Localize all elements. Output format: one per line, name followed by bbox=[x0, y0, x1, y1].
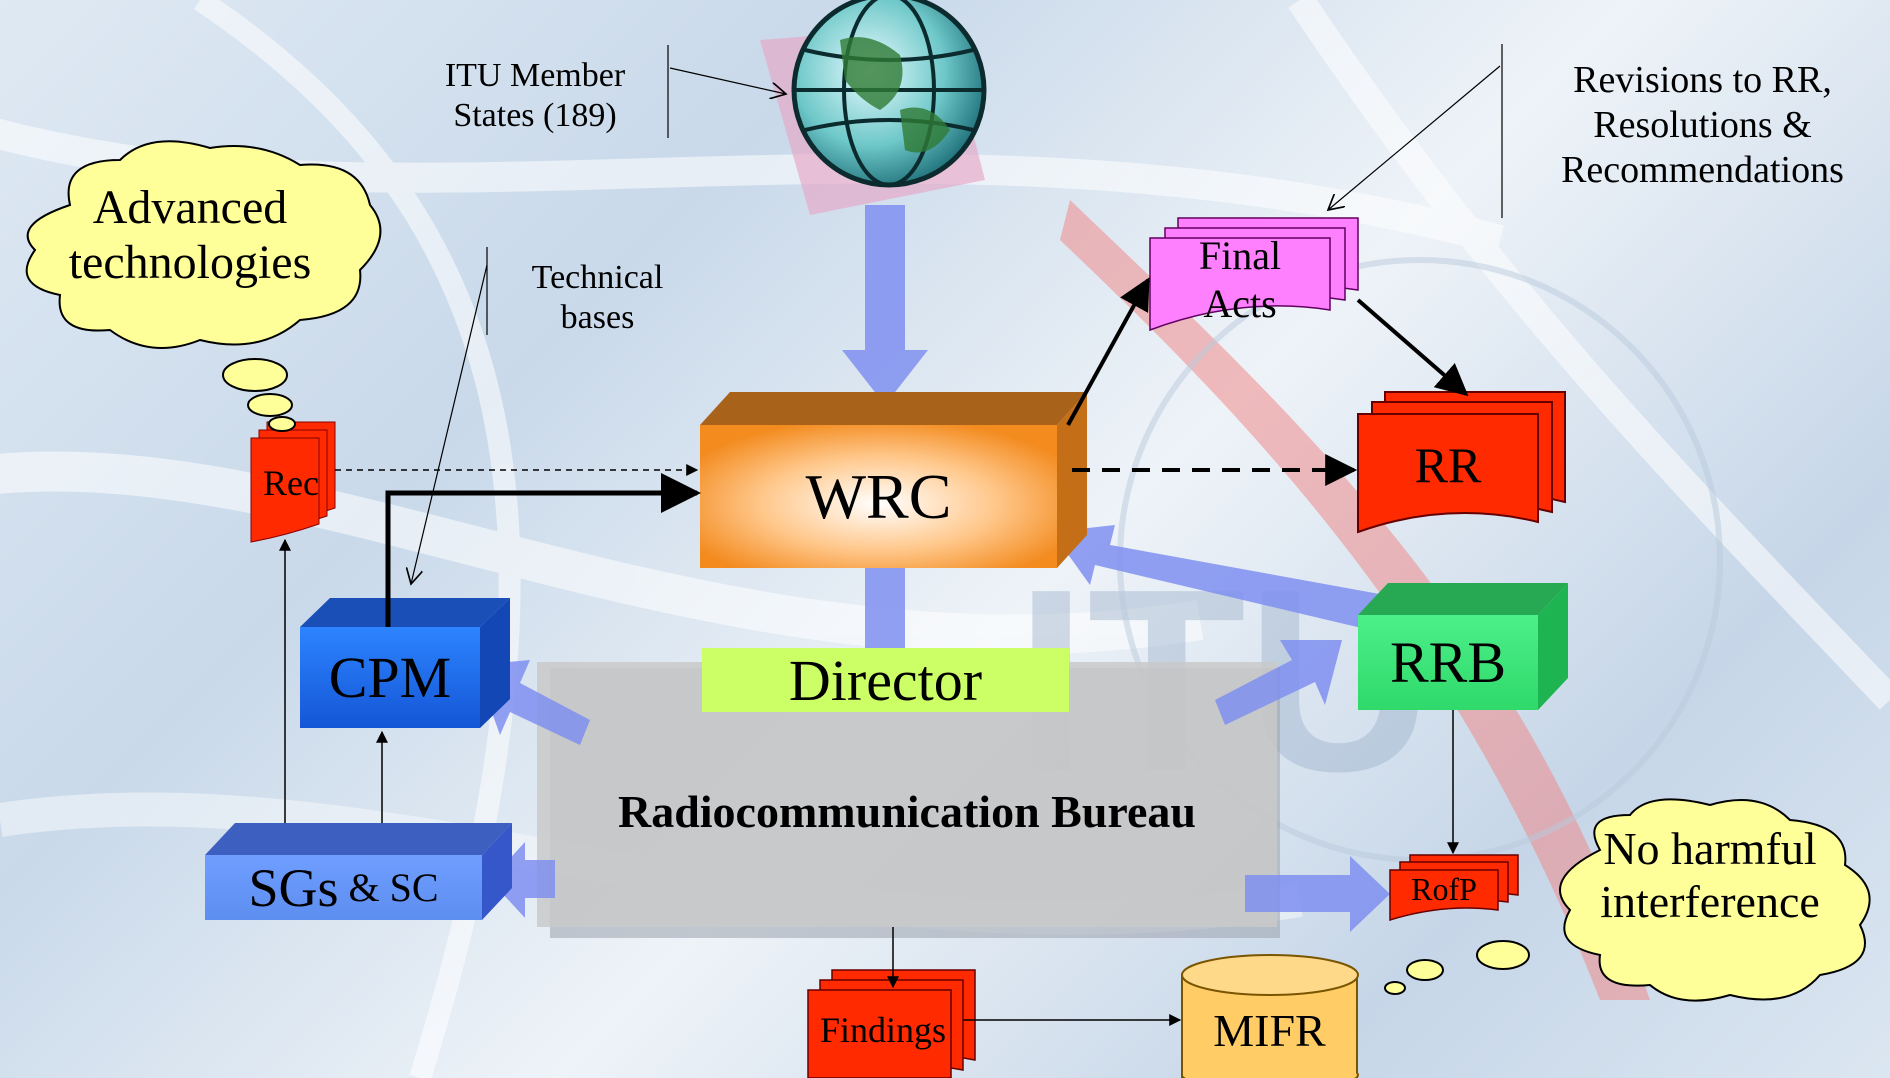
findings-label: Findings bbox=[819, 1010, 947, 1050]
sgs-main-text: SGs bbox=[248, 857, 339, 918]
sgs-rest-text: & SC bbox=[348, 865, 439, 910]
mifr-database-icon bbox=[1181, 954, 1359, 1078]
rec-document-icon bbox=[250, 421, 336, 543]
cpm-label: CPM bbox=[328, 645, 452, 710]
connector-lines bbox=[279, 44, 1503, 1026]
rr-document-icon bbox=[1357, 391, 1566, 534]
findings-document-icon bbox=[807, 969, 976, 1078]
rec-label: Rec bbox=[263, 463, 319, 503]
final-acts-document-icon bbox=[1149, 217, 1359, 332]
wrc-box bbox=[700, 392, 1087, 568]
revisions-label: Revisions to RR, Resolutions & Recommend… bbox=[1561, 59, 1844, 191]
itu-member-states-label: ITU Member States (189) bbox=[444, 57, 626, 135]
advanced-technologies-text: Advanced technologies bbox=[68, 181, 312, 290]
advanced-technologies-cloud bbox=[25, 140, 382, 432]
director-label: Director bbox=[788, 647, 983, 713]
sgs-label: SGs & SC bbox=[205, 855, 482, 920]
rrb-label: RRB bbox=[1389, 630, 1507, 695]
sgs-box bbox=[205, 823, 512, 920]
cpm-box bbox=[300, 598, 510, 728]
wrc-label: WRC bbox=[805, 460, 952, 532]
bureau-label: Radiocommunication Bureau bbox=[617, 785, 1197, 837]
director-bar bbox=[702, 648, 1069, 712]
no-harmful-interference-cloud bbox=[1384, 798, 1871, 1002]
rofp-label: RofP bbox=[1411, 870, 1477, 907]
globe-icon bbox=[760, 0, 987, 215]
rrb-box bbox=[1358, 583, 1568, 710]
mifr-label: MIFR bbox=[1213, 1004, 1326, 1056]
final-acts-label: Final Acts bbox=[1198, 233, 1282, 326]
no-harmful-interference-text: No harmful interference bbox=[1600, 823, 1820, 927]
rofp-document-icon bbox=[1389, 854, 1519, 922]
technical-bases-label: Technical bases bbox=[531, 259, 664, 337]
rr-label: RR bbox=[1414, 437, 1482, 493]
